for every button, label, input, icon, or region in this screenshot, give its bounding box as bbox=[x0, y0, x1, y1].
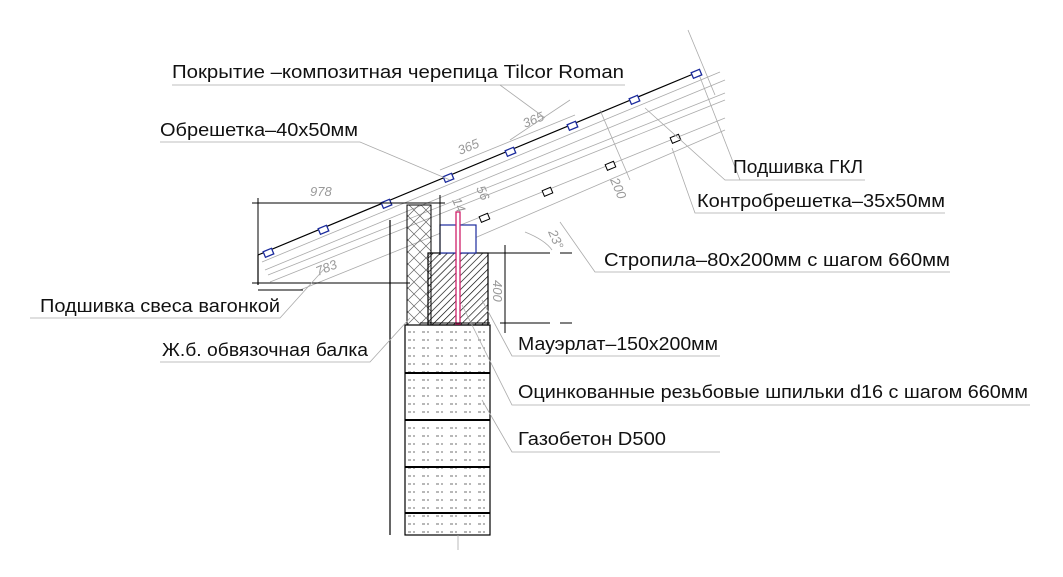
counter-battens bbox=[478, 133, 682, 223]
label-beam: Ж.б. обвязочная балка bbox=[162, 340, 369, 360]
insulation-layer bbox=[406, 204, 432, 326]
leader-lines bbox=[30, 84, 1030, 453]
threaded-stud bbox=[455, 211, 461, 325]
dimension-thin-lines bbox=[439, 99, 631, 251]
dim-angle: 23° bbox=[545, 226, 567, 251]
dimension-lines bbox=[252, 195, 572, 333]
dim-mauerlat-height: 400 bbox=[490, 280, 505, 302]
label-studs: Оцинкованные резьбовые шпильки d16 с шаг… bbox=[518, 382, 1028, 402]
dim-overhang: 978 bbox=[310, 184, 332, 199]
battens bbox=[262, 68, 703, 259]
dim-14: 14 bbox=[449, 195, 468, 214]
label-counter-battens: Контробрешетка–35х50мм bbox=[697, 191, 945, 211]
label-roofing: Покрытие –композитная черепица Tilcor Ro… bbox=[172, 62, 624, 82]
label-battens: Обрешетка–40х50мм bbox=[160, 120, 358, 140]
aerated-concrete-wall bbox=[389, 220, 491, 550]
roof-layers bbox=[257, 71, 726, 291]
dim-rafter-height: 200 bbox=[607, 174, 630, 201]
label-wall: Газобетон D500 bbox=[518, 429, 666, 449]
ridge-extension-lines bbox=[687, 29, 741, 181]
label-gkl: Подшивка ГКЛ bbox=[733, 157, 863, 177]
dim-56: 56 bbox=[473, 183, 493, 203]
label-mauerlat: Мауэрлат–150х200мм bbox=[518, 334, 718, 354]
label-eaves: Подшивка свеса вагонкой bbox=[40, 296, 280, 316]
label-rafters: Стропила–80х200мм с шагом 660мм bbox=[604, 250, 950, 270]
dim-batten-step-2: 365 bbox=[520, 108, 546, 130]
